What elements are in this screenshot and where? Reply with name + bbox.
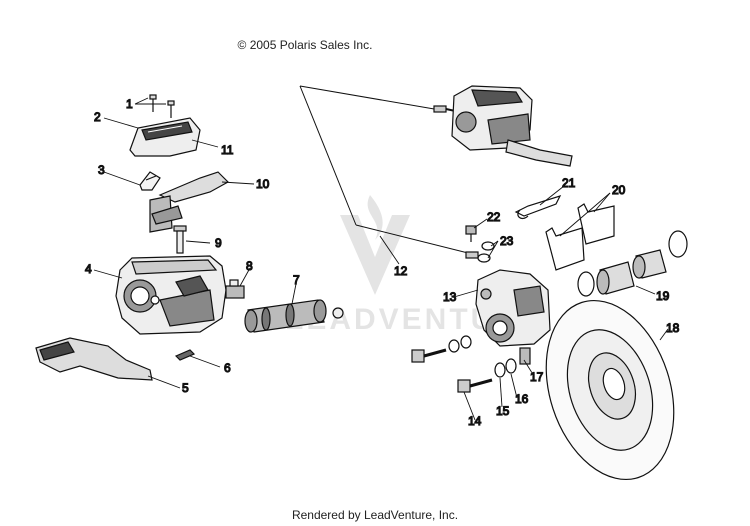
copyright-text: © 2005 Polaris Sales Inc. [237, 38, 373, 52]
part-1-screws [149, 94, 175, 118]
part-22-bleeder [465, 225, 477, 242]
callout-9: 9 [215, 236, 222, 250]
part-20-brake-pads [545, 203, 615, 271]
callout-3: 3 [98, 163, 105, 177]
callout-1: 1 [126, 97, 133, 111]
callout-4: 4 [85, 262, 92, 276]
callout-19: 19 [656, 289, 670, 303]
leader-lines [93, 97, 669, 421]
part-9-pin [173, 225, 187, 254]
part-12-brake-line [299, 85, 479, 259]
callout-18: 18 [666, 321, 680, 335]
rendered-by-text: Rendered by LeadVenture, Inc. [291, 508, 459, 522]
callout-7: 7 [293, 273, 300, 287]
callout-10: 10 [256, 177, 270, 191]
watermark-logo [340, 195, 410, 295]
part-3-spring-clip [139, 171, 161, 191]
part-23-washers [477, 241, 495, 263]
callout-17: 17 [530, 370, 544, 384]
brake-caliper [475, 269, 551, 347]
callout-13: 13 [443, 290, 457, 304]
callout-20: 20 [612, 183, 626, 197]
part-2-reservoir-cover [129, 117, 201, 157]
callout-2: 2 [94, 110, 101, 124]
assembled-master-cylinder [451, 85, 573, 167]
part-10-lever-bracket [149, 171, 229, 233]
part-4-master-cylinder-body [115, 255, 227, 335]
callout-11: 11 [221, 143, 234, 157]
callout-23: 23 [500, 234, 514, 248]
part-18-brake-disc [545, 299, 675, 481]
part-7-piston [244, 299, 344, 333]
part-8-switch [225, 279, 245, 299]
callout-16: 16 [515, 392, 529, 406]
part-19-caliper-pistons [577, 230, 688, 297]
part-21-pad-clip [514, 195, 562, 220]
callout-8: 8 [246, 259, 253, 273]
callout-6: 6 [224, 361, 231, 375]
part-6-small-pin [174, 349, 196, 361]
part-14-bolt [411, 335, 531, 393]
part-5-brake-lever [35, 337, 153, 381]
callout-14: 14 [468, 414, 482, 428]
callout-22: 22 [487, 210, 501, 224]
callout-21: 21 [562, 176, 576, 190]
callout-5: 5 [182, 381, 189, 395]
callout-12: 12 [394, 264, 408, 278]
callout-15: 15 [496, 404, 510, 418]
